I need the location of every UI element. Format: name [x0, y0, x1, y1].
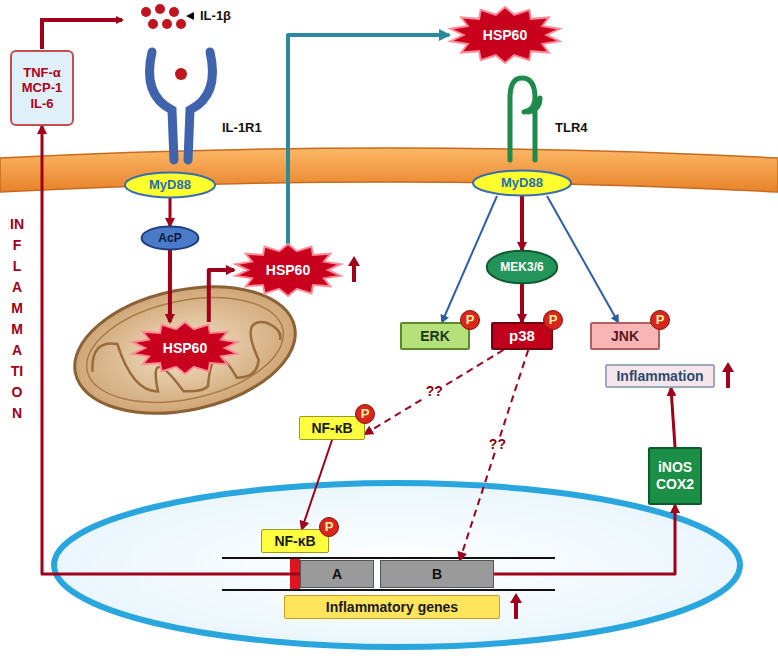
node-text: IL-6: [22, 96, 62, 112]
shape-fill: [235, 244, 340, 296]
shape-fill: [132, 322, 237, 374]
text-group: HSP60: [266, 262, 310, 279]
shape-fill: [450, 7, 559, 63]
gene-segment: A: [300, 560, 374, 588]
phospho-mark: P: [460, 310, 480, 330]
node-text: p38: [509, 327, 535, 345]
node-text: HSP60: [266, 262, 310, 279]
cytokine-box: TNF-αMCP-1IL-6: [10, 50, 74, 126]
phospho-mark: P: [650, 310, 670, 330]
signal-arrow: [494, 505, 675, 574]
gene-band: Inflammatory genes: [284, 595, 500, 619]
ligand-label: IL-1β: [200, 8, 231, 24]
il1b-arrow-head: [186, 12, 194, 20]
text-group: NF-κB: [311, 420, 352, 437]
text-group: HSP60: [483, 27, 527, 44]
node-text: MyD88: [149, 177, 191, 193]
mitochondrion: [63, 268, 307, 432]
process-label: INFLAMMATION: [10, 214, 24, 424]
node-text: Inflammatory genes: [326, 599, 458, 616]
nucleus: [54, 483, 740, 647]
node-text: NF-κB: [311, 420, 352, 437]
node-text: AcP: [158, 231, 181, 245]
signal-arrow: [671, 388, 675, 447]
il1b-ligands: [141, 4, 186, 29]
kinase-box: p38: [491, 322, 553, 350]
text-group: JNK: [611, 328, 639, 345]
shape-fill: [125, 173, 215, 198]
phospho-mark: P: [543, 310, 563, 330]
receptor-label: TLR4: [555, 120, 588, 136]
gene-segment: B: [380, 560, 494, 588]
adaptor-ellipse: AcP: [141, 226, 199, 250]
transcription-factor-box: NF-κB: [261, 529, 329, 553]
kinase-box: ERK: [400, 322, 470, 350]
hsp60-star: HSP60: [449, 7, 561, 63]
signal-arrow: [168, 250, 172, 322]
text-group: MyD88: [149, 177, 191, 193]
edge-label: ??: [487, 437, 508, 452]
node-text: NF-κB: [274, 533, 315, 550]
adaptor-ellipse: MyD88: [472, 170, 572, 196]
increase-arrow: [348, 256, 734, 619]
node-text: HSP60: [483, 27, 527, 44]
node-text: HSP60: [163, 340, 207, 357]
shape-fill: [473, 171, 571, 196]
node-text: iNOS COX2: [654, 459, 696, 493]
ligand-dot: [175, 68, 187, 80]
text-group: iNOS COX2: [654, 459, 696, 493]
receptor-label: IL-1R1: [222, 120, 262, 136]
text-group: p38: [509, 327, 535, 345]
il1r1-receptor: [150, 52, 213, 160]
text-group: ERK: [420, 328, 450, 345]
signal-arrow: [442, 196, 497, 322]
signal-arrow: [520, 196, 524, 250]
text-group: Inflammatory genes: [326, 599, 458, 616]
shape-fill: [487, 251, 558, 284]
text-group: B: [432, 566, 442, 583]
node-text: MyD88: [501, 175, 543, 191]
node-text: JNK: [611, 328, 639, 345]
outcome-box: Inflammation: [605, 364, 715, 388]
dashed-arrow: [365, 350, 503, 434]
phospho-mark: P: [355, 404, 375, 424]
signal-arrow: [520, 284, 524, 322]
node-text: MCP-1: [22, 80, 62, 96]
text-group: AcP: [158, 231, 181, 245]
adaptor-ellipse: MyD88: [124, 172, 216, 198]
signal-arrow: [209, 270, 234, 322]
edge-label: ??: [424, 384, 445, 399]
hsp60-star: HSP60: [131, 322, 239, 374]
shape-fill: [142, 226, 199, 249]
signal-arrow: [288, 35, 449, 244]
signal-arrow: [169, 198, 172, 226]
enzyme-box: iNOS COX2: [648, 447, 702, 505]
node-text: MEK3/6: [500, 260, 543, 274]
text-group: A: [332, 566, 342, 583]
text-group: Inflammation: [616, 368, 703, 385]
phospho-mark: P: [319, 517, 339, 537]
text-group: TNF-αMCP-1IL-6: [22, 65, 62, 112]
secretion-arrow: [42, 20, 122, 49]
dashed-arrow: [460, 350, 528, 560]
kinase-box: JNK: [590, 322, 660, 350]
node-text: ERK: [420, 328, 450, 345]
text-group: NF-κB: [274, 533, 315, 550]
kinase-ellipse: MEK3/6: [486, 250, 558, 284]
hsp60-star: HSP60: [234, 244, 342, 296]
signal-arrow: [42, 126, 300, 574]
transcription-factor-box: NF-κB: [299, 416, 365, 440]
tlr4-receptor: [510, 78, 540, 160]
node-text: B: [432, 566, 442, 583]
node-text: TNF-α: [22, 65, 62, 81]
text-group: HSP60: [163, 340, 207, 357]
signal-arrow: [302, 440, 332, 529]
text-group: MEK3/6: [500, 260, 543, 274]
text-group: MyD88: [501, 175, 543, 191]
node-text: A: [332, 566, 342, 583]
node-text: Inflammation: [616, 368, 703, 385]
cell-membrane: [0, 148, 778, 192]
signal-arrow: [547, 196, 618, 322]
